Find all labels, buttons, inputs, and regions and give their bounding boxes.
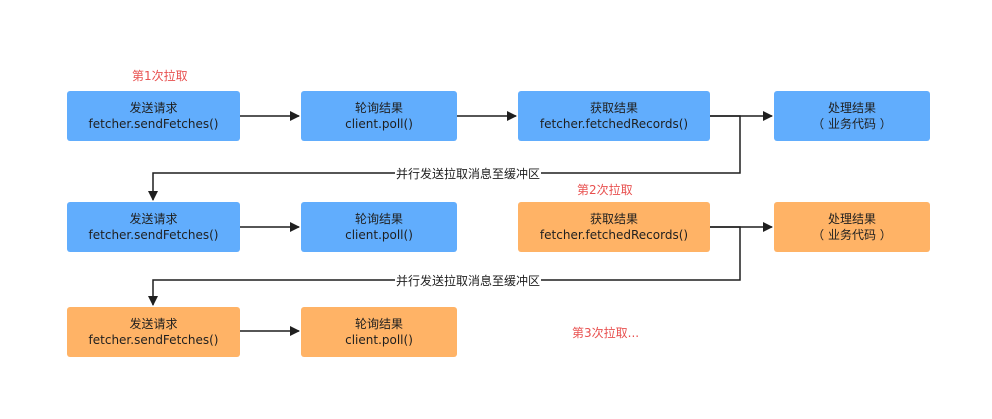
box-title: 处理结果 — [827, 101, 876, 115]
box-title: 发送请求 — [129, 317, 178, 331]
send-request-box-3: 发送请求 fetcher.sendFetches() — [67, 307, 240, 357]
poll-result-box-1: 轮询结果 client.poll() — [301, 91, 457, 141]
round-3-label: 第3次拉取... — [572, 326, 640, 340]
box-title: 发送请求 — [129, 212, 178, 226]
parallel-label-2: 并行发送拉取消息至缓冲区 — [395, 272, 542, 289]
box-code: client.poll() — [345, 117, 413, 131]
box-code: client.poll() — [345, 228, 413, 242]
poll-result-box-2: 轮询结果 client.poll() — [301, 202, 457, 252]
box-code: fetcher.sendFetches() — [88, 228, 219, 242]
box-code: client.poll() — [345, 333, 413, 347]
box-title: 处理结果 — [827, 212, 876, 226]
box-code: （ 业务代码 ） — [812, 228, 892, 242]
process-result-box-1: 处理结果 （ 业务代码 ） — [774, 91, 930, 141]
box-title: 轮询结果 — [354, 212, 403, 226]
box-title: 获取结果 — [589, 212, 638, 226]
process-result-box-2: 处理结果 （ 业务代码 ） — [774, 202, 930, 252]
box-title: 轮询结果 — [354, 317, 403, 331]
box-code: fetcher.sendFetches() — [88, 333, 219, 347]
box-title: 轮询结果 — [354, 101, 403, 115]
box-code: fetcher.fetchedRecords() — [539, 228, 689, 242]
box-title: 获取结果 — [589, 101, 638, 115]
loop-connector-2 — [148, 226, 741, 306]
send-request-box-1: 发送请求 fetcher.sendFetches() — [67, 91, 240, 141]
box-code: fetcher.fetchedRecords() — [539, 117, 689, 131]
fetch-result-box-1: 获取结果 fetcher.fetchedRecords() — [518, 91, 710, 141]
round-1-label: 第1次拉取 — [132, 69, 188, 83]
box-code: （ 业务代码 ） — [812, 117, 892, 131]
box-code: fetcher.sendFetches() — [88, 117, 219, 131]
poll-result-box-3: 轮询结果 client.poll() — [301, 307, 457, 357]
round-2-label: 第2次拉取 — [577, 183, 633, 197]
loop-connector-1 — [148, 115, 741, 201]
fetch-result-box-2: 获取结果 fetcher.fetchedRecords() — [518, 202, 710, 252]
send-request-box-2: 发送请求 fetcher.sendFetches() — [67, 202, 240, 252]
parallel-label-1: 并行发送拉取消息至缓冲区 — [395, 165, 542, 182]
box-title: 发送请求 — [129, 101, 178, 115]
